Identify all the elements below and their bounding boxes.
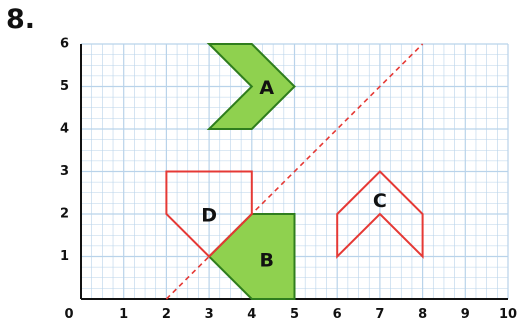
shape-label-b: B <box>260 249 274 271</box>
problem-number: 8. <box>6 4 36 35</box>
x-tick-label: 0 <box>64 307 73 322</box>
x-tick-label: 6 <box>333 307 342 322</box>
x-tick-label: 9 <box>461 307 470 322</box>
x-tick-label: 1 <box>119 307 128 322</box>
x-tick-label: 2 <box>162 307 171 322</box>
shape-label-a: A <box>259 77 274 99</box>
y-tick-label: 3 <box>60 164 69 179</box>
x-tick-label: 10 <box>499 307 517 322</box>
reflection-line <box>165 43 424 300</box>
y-tick-label: 2 <box>60 207 69 222</box>
y-tick-label: 4 <box>60 122 69 137</box>
y-tick-label: 5 <box>60 79 69 94</box>
x-tick-label: 7 <box>375 307 384 322</box>
y-tick-label: 6 <box>60 37 69 52</box>
x-tick-label: 5 <box>290 307 299 322</box>
shape-a <box>206 43 296 130</box>
shape-label-c: C <box>373 190 387 212</box>
x-tick-label: 8 <box>418 307 427 322</box>
shape-label-d: D <box>201 205 217 227</box>
y-tick-label: 1 <box>60 249 69 264</box>
shape-b <box>207 213 296 300</box>
x-tick-label: 4 <box>247 307 256 322</box>
shape-c <box>336 170 424 259</box>
x-tick-label: 3 <box>205 307 214 322</box>
